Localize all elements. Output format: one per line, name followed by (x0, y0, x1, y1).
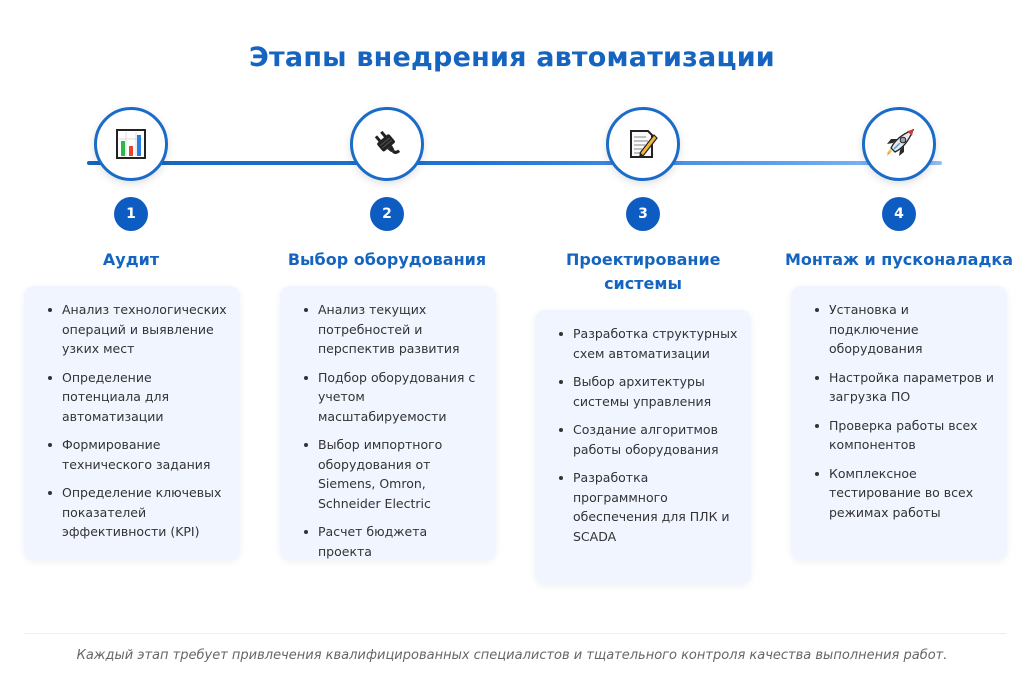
list-item: Анализ технологических операций и выявле… (46, 300, 228, 359)
bar-chart-icon (116, 129, 146, 159)
step-number-badge: 2 (370, 197, 404, 231)
rocket-icon (886, 128, 915, 156)
step-icon-circle (350, 107, 424, 181)
list-item: Выбор импортного оборудования от Siemens… (302, 435, 484, 513)
step-title: Аудит (102, 250, 160, 269)
list-item: Создание алгоритмов работы оборудования (557, 420, 739, 459)
step-title: Монтаж и пусконаладка (784, 250, 1014, 269)
step-card: Разработка структурных схем автоматизаци… (535, 310, 751, 584)
electric-plug-icon (374, 130, 401, 154)
list-item: Анализ текущих потребностей и перспектив… (302, 300, 484, 359)
list-item: Разработка программного обеспечения для … (557, 468, 739, 546)
list-item: Определение потенциала для автоматизации (46, 368, 228, 427)
list-item: Разработка структурных схем автоматизаци… (557, 324, 739, 363)
list-item: Определение ключевых показателей эффекти… (46, 483, 228, 542)
step-number-badge: 1 (114, 197, 148, 231)
list-item: Настройка параметров и загрузка ПО (813, 368, 995, 407)
step-card: Анализ текущих потребностей и перспектив… (280, 286, 496, 560)
step-title: Проектирование системы (566, 250, 721, 293)
footer-divider (24, 633, 1006, 634)
list-item: Выбор архитектуры системы управления (557, 372, 739, 411)
list-item: Проверка работы всех компонентов (813, 416, 995, 455)
list-item: Формирование технического задания (46, 435, 228, 474)
list-item: Комплексное тестирование во всех режимах… (813, 464, 995, 523)
step-title: Выбор оборудования (287, 250, 487, 269)
step-icon-circle (606, 107, 680, 181)
step-card: Анализ технологических операций и выявле… (24, 286, 240, 560)
step-card: Установка и подключение оборудования Нас… (791, 286, 1007, 560)
memo-icon (630, 130, 658, 158)
step-icon-circle (94, 107, 168, 181)
page-title: Этапы внедрения автоматизации (249, 42, 775, 73)
list-item: Расчет бюджета проекта (302, 522, 484, 561)
step-number-badge: 4 (882, 197, 916, 231)
footer-note: Каждый этап требует привлечения квалифиц… (76, 648, 948, 663)
list-item: Подбор оборудования с учетом масштабируе… (302, 368, 484, 427)
step-icon-circle (862, 107, 936, 181)
step-number-badge: 3 (626, 197, 660, 231)
list-item: Установка и подключение оборудования (813, 300, 995, 359)
timeline-line (87, 161, 942, 165)
